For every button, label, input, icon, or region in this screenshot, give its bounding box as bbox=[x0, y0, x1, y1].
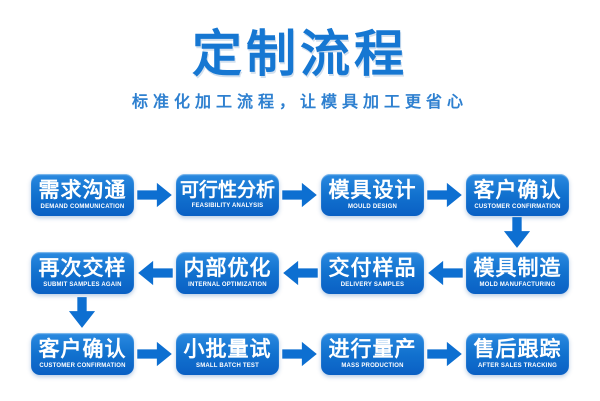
arrow-left-icon bbox=[134, 258, 176, 288]
arrow-right-icon bbox=[424, 339, 466, 369]
step-label-en: DELIVERY SAMPLES bbox=[340, 282, 405, 288]
step-label-en: MASS PRODUCTION bbox=[341, 363, 404, 369]
arrow-down-icon bbox=[68, 297, 96, 334]
step-label-zh: 交付样品 bbox=[328, 257, 417, 280]
step-label-zh: 客户确认 bbox=[473, 179, 562, 202]
arrow-left-icon bbox=[424, 258, 466, 288]
step-label-en: CUSTOMER CONFIRMATION bbox=[39, 363, 126, 369]
arrow-right-icon bbox=[134, 339, 176, 369]
flow-row-3: 客户确认 CUSTOMER CONFIRMATION 小批量试 SMALL BA… bbox=[0, 333, 600, 375]
step-label-en: SMALL BATCH TEST bbox=[196, 363, 259, 369]
step-label-zh: 再次交样 bbox=[38, 257, 127, 280]
step-demand-communication: 需求沟通 DEMAND COMMUNICATION bbox=[31, 174, 134, 216]
step-label-en: SUBMIT SAMPLES AGAIN bbox=[43, 282, 122, 288]
step-feasibility-analysis: 可行性分析 FEASIBILITY ANALYSIS bbox=[176, 174, 279, 216]
step-label-zh: 需求沟通 bbox=[38, 179, 127, 202]
step-submit-samples-again: 再次交样 SUBMIT SAMPLES AGAIN bbox=[31, 252, 134, 294]
flow-row-2: 再次交样 SUBMIT SAMPLES AGAIN 内部优化 INTERNAL … bbox=[0, 252, 600, 294]
step-customer-confirmation-2: 客户确认 CUSTOMER CONFIRMATION bbox=[31, 333, 134, 375]
step-label-zh: 小批量试 bbox=[183, 338, 272, 361]
step-mold-manufacturing: 模具制造 MOLD MANUFACTURING bbox=[466, 252, 569, 294]
step-mass-production: 进行量产 MASS PRODUCTION bbox=[321, 333, 424, 375]
step-label-en: INTERNAL OPTIMIZATION bbox=[188, 282, 267, 288]
step-label-en: FEASIBILITY ANALYSIS bbox=[191, 203, 264, 209]
step-label-zh: 售后跟踪 bbox=[473, 338, 562, 361]
step-label-zh: 内部优化 bbox=[183, 257, 272, 280]
step-label-zh: 模具制造 bbox=[473, 257, 562, 280]
step-label-zh: 客户确认 bbox=[38, 338, 127, 361]
step-small-batch-test: 小批量试 SMALL BATCH TEST bbox=[176, 333, 279, 375]
arrow-down-icon bbox=[503, 217, 531, 254]
step-label-zh: 模具设计 bbox=[328, 179, 417, 202]
arrow-left-icon bbox=[279, 258, 321, 288]
step-mould-design: 模具设计 MOULD DESIGN bbox=[321, 174, 424, 216]
step-label-zh: 进行量产 bbox=[328, 338, 417, 361]
step-label-en: AFTER SALES TRACKING bbox=[478, 363, 557, 369]
step-label-en: CUSTOMER CONFIRMATION bbox=[474, 204, 561, 210]
step-label-zh: 可行性分析 bbox=[179, 180, 275, 201]
step-after-sales-tracking: 售后跟踪 AFTER SALES TRACKING bbox=[466, 333, 569, 375]
arrow-right-icon bbox=[424, 180, 466, 210]
arrow-right-icon bbox=[279, 339, 321, 369]
page-subtitle: 标准化加工流程，让模具加工更省心 bbox=[131, 94, 468, 111]
step-label-en: DEMAND COMMUNICATION bbox=[40, 204, 125, 210]
step-label-en: MOLD MANUFACTURING bbox=[479, 282, 556, 288]
flow-row-1: 需求沟通 DEMAND COMMUNICATION 可行性分析 FEASIBIL… bbox=[0, 174, 600, 216]
step-customer-confirmation: 客户确认 CUSTOMER CONFIRMATION bbox=[466, 174, 569, 216]
arrow-right-icon bbox=[134, 180, 176, 210]
page-title: 定制流程 bbox=[192, 26, 408, 82]
step-delivery-samples: 交付样品 DELIVERY SAMPLES bbox=[321, 252, 424, 294]
step-label-en: MOULD DESIGN bbox=[347, 204, 398, 210]
step-internal-optimization: 内部优化 INTERNAL OPTIMIZATION bbox=[176, 252, 279, 294]
arrow-right-icon bbox=[279, 180, 321, 210]
